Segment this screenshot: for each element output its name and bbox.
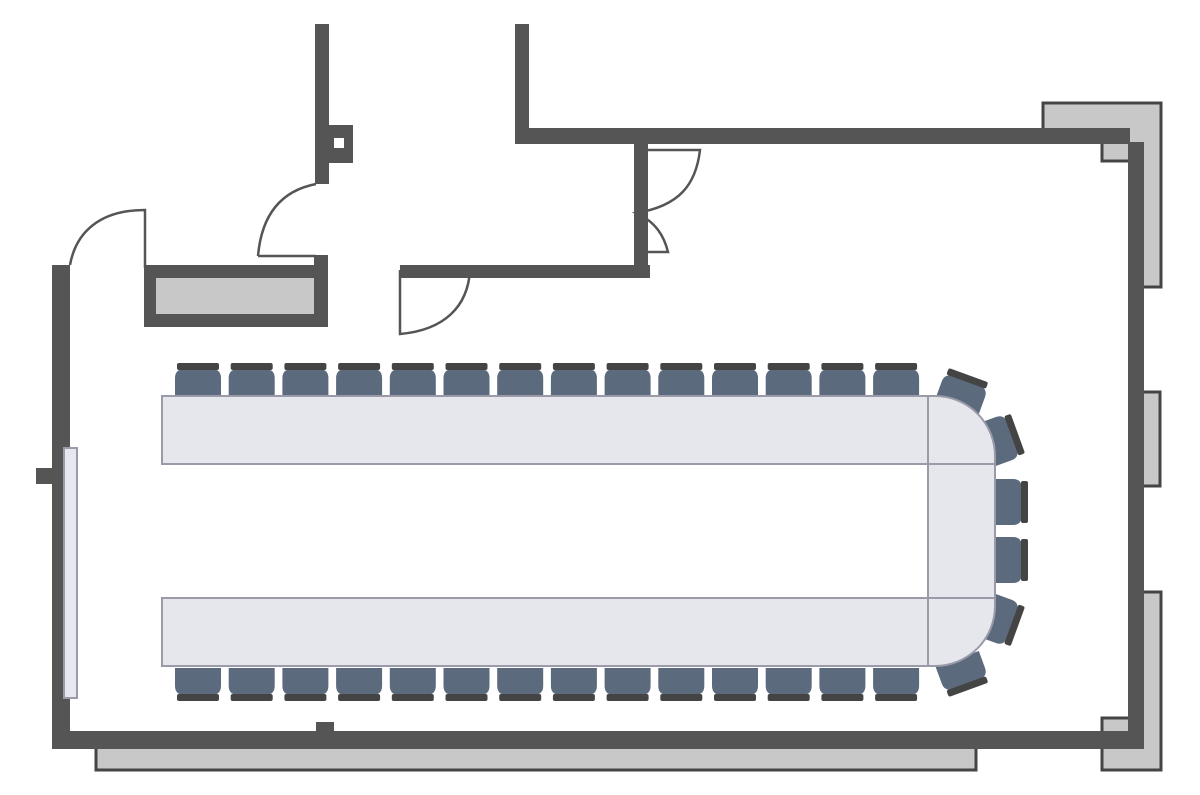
- chair-bottom-5: [389, 668, 436, 701]
- door-corridor: [256, 182, 317, 258]
- chair-top-9: [604, 363, 651, 396]
- chair-end-6: [935, 650, 988, 697]
- wall-stub-left: [36, 468, 54, 484]
- chair-top-3: [282, 363, 329, 396]
- table-corner-top: [927, 395, 996, 465]
- conference-table: [161, 395, 996, 667]
- chair-top-6: [443, 363, 490, 396]
- chair-top-13: [819, 363, 866, 396]
- wall-inner-right: [314, 255, 328, 327]
- wall-corridor-right: [515, 24, 529, 144]
- table-corner-bottom: [927, 597, 996, 667]
- chair-bottom-8: [550, 668, 597, 701]
- door-lobby: [398, 269, 472, 336]
- door-double-right: [631, 148, 702, 254]
- wall-inner-left: [144, 265, 156, 327]
- door-left-entrance: [68, 208, 147, 268]
- chair-top-8: [550, 363, 597, 396]
- chair-bottom-14: [873, 668, 920, 701]
- table-bottom-row: [161, 597, 929, 667]
- chair-bottom-3: [282, 668, 329, 701]
- chair-bottom-7: [497, 668, 544, 701]
- chair-bottom-2: [228, 668, 275, 701]
- chair-bottom-4: [336, 668, 383, 701]
- chair-top-5: [389, 363, 436, 396]
- wall-stub-bottom: [316, 722, 334, 734]
- wall-bottom: [52, 731, 1130, 749]
- wall-notch-hole: [334, 138, 344, 148]
- projection-screen: [63, 447, 78, 699]
- table-top-row: [161, 395, 929, 465]
- doors: [68, 148, 702, 336]
- chair-end-3: [995, 479, 1028, 525]
- table-end-segment: [927, 463, 996, 599]
- chair-bottom-9: [604, 668, 651, 701]
- chair-top-2: [228, 363, 275, 396]
- wall-inner-bottom: [144, 314, 328, 327]
- chair-end-1: [935, 368, 988, 415]
- chair-bottom-10: [658, 668, 705, 701]
- chair-top-14: [873, 363, 920, 396]
- chair-top-4: [336, 363, 383, 396]
- wall-lobby-right: [634, 142, 648, 278]
- chair-top-10: [658, 363, 705, 396]
- wall-top: [515, 128, 1130, 144]
- chair-top-12: [765, 363, 812, 396]
- chair-bottom-11: [712, 668, 758, 701]
- wall-right: [1128, 142, 1144, 749]
- chair-top-1: [175, 363, 221, 396]
- chair-end-4: [995, 537, 1028, 583]
- chair-bottom-6: [443, 668, 490, 701]
- storage-panel: [148, 273, 322, 319]
- wall-corridor-left: [315, 24, 329, 184]
- chairs: [175, 363, 1028, 701]
- wall-lobby-bottom: [400, 265, 650, 278]
- chair-bottom-12: [765, 668, 812, 701]
- chair-top-11: [712, 363, 758, 396]
- chair-bottom-13: [819, 668, 866, 701]
- wall-inner-top: [144, 265, 328, 278]
- chair-bottom-1: [175, 668, 221, 701]
- chair-top-7: [497, 363, 544, 396]
